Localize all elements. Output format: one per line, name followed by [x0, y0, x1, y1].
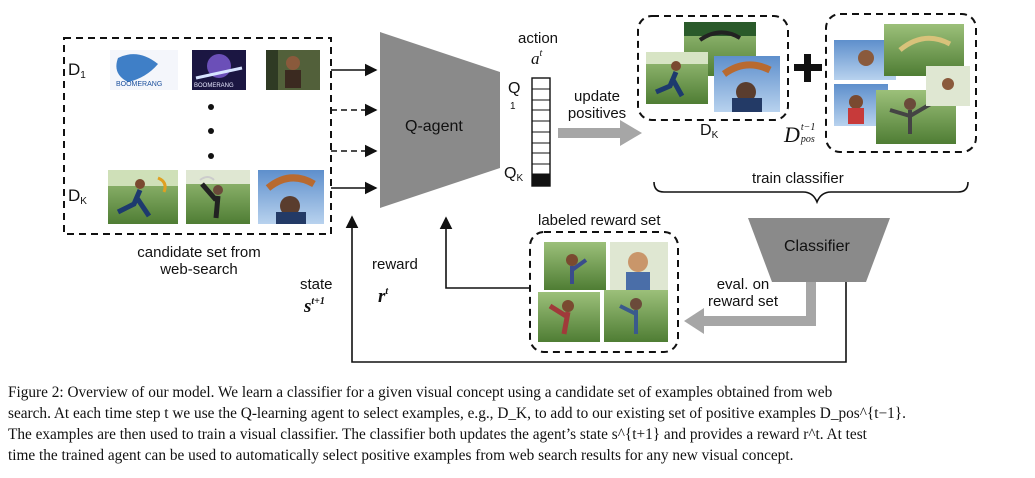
selected-q-cell: [532, 174, 550, 186]
reward-image-2: [610, 242, 668, 290]
reward-image-3: [538, 292, 600, 342]
candidate-thumbnail-kid-kick: [108, 170, 178, 224]
q-agent-label: Q-agent: [405, 118, 463, 135]
candidate-thumbnail-person: [266, 50, 320, 90]
figure-caption: Figure 2: Overview of our model. We lear…: [8, 382, 1028, 466]
reward-label: reward: [372, 256, 418, 273]
reward-set-box: [529, 231, 679, 353]
reward-symbol: rt: [378, 286, 389, 307]
selected-dk-box: [637, 15, 789, 121]
candidate-thumbnail-logo-2: BOOMERANG: [192, 50, 246, 90]
ellipsis-dot: [208, 153, 214, 159]
reward-arrow: [439, 216, 530, 289]
ellipsis-dot: [208, 128, 214, 134]
candidate-thumbnail-logo-1: BOOMERANG: [110, 50, 178, 90]
action-symbol: at: [531, 48, 543, 68]
dk-label: DK: [68, 186, 87, 207]
state-label: state: [300, 276, 333, 293]
plus-sign: [804, 54, 811, 82]
action-label: action: [518, 30, 559, 47]
positive-image-2: [884, 24, 964, 76]
dk-selected-label: DK: [700, 122, 719, 141]
state-arrow: [345, 215, 847, 363]
selected-image-kid: [646, 52, 708, 104]
state-symbol: st+1: [304, 296, 325, 317]
candidate-set-caption: candidate set from web-search: [137, 244, 261, 278]
caption-line: The examples are then used to train a vi…: [8, 426, 867, 443]
update-positives-arrow: [558, 120, 642, 146]
svg-text:BOOMERANG: BOOMERANG: [116, 81, 162, 88]
labeled-reward-set-label: labeled reward set: [538, 212, 661, 229]
ellipsis-dot: [208, 104, 214, 110]
train-classifier-label: train classifier: [752, 170, 844, 187]
eval-reward-label: eval. on reward set: [707, 276, 779, 310]
train-classifier-brace: [653, 181, 969, 205]
q-agent-block: [380, 32, 500, 208]
classifier-label: Classifier: [784, 238, 850, 255]
selected-image-man: [714, 56, 780, 112]
candidate-thumbnail-man-closeup: [258, 170, 324, 224]
positive-image-5: [926, 66, 970, 106]
caption-line: Figure 2: Overview of our model. We lear…: [8, 384, 833, 401]
reward-image-4: [604, 290, 668, 342]
qk-label: QK: [504, 165, 524, 184]
svg-text:BOOMERANG: BOOMERANG: [194, 83, 234, 89]
model-overview-diagram: BOOMERANG BOOMERANG: [63, 13, 977, 363]
d1-label: D1: [68, 60, 86, 81]
update-positives-label: update positives: [567, 88, 627, 122]
candidate-set-box: [63, 37, 332, 235]
classifier-block: [748, 218, 890, 282]
caption-line: search. At each time step t we use the Q…: [8, 405, 906, 422]
caption-line: time the trained agent can be used to au…: [8, 447, 794, 464]
reward-image-1: [544, 242, 606, 290]
candidate-thumbnail-man-throw: [186, 170, 250, 224]
positive-set-box: [825, 13, 977, 153]
eval-reward-arrow: [684, 282, 816, 334]
